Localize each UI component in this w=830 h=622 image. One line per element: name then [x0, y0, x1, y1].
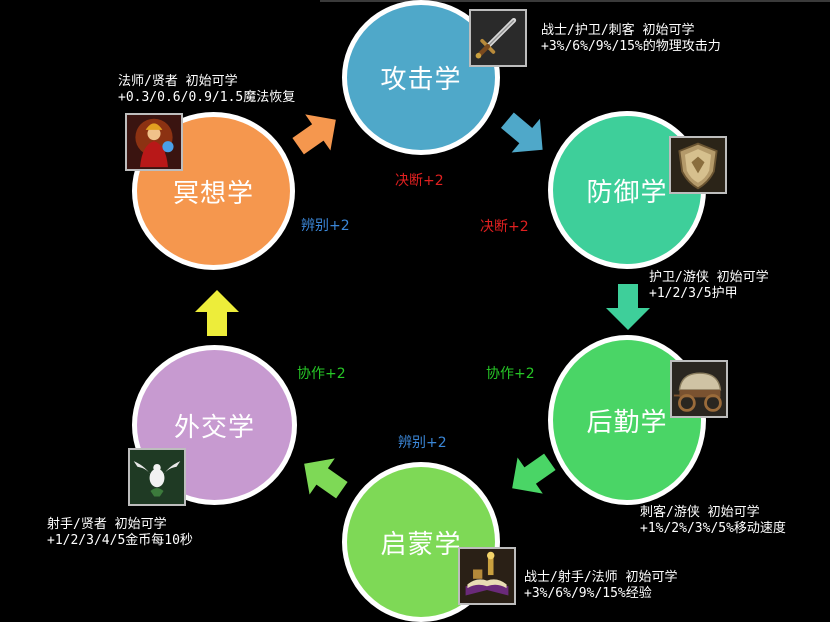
attack-desc: 战士/护卫/刺客 初始可学+3%/6%/9%/15%的物理攻击力 — [541, 23, 721, 55]
enlighten-desc: 战士/射手/法师 初始可学+3%/6%/9%/15%经验 — [524, 570, 677, 602]
diplomacy-desc-line2: +1/2/3/4/5金币每10秒 — [47, 533, 193, 548]
arrow-enlighten-to-diplomacy — [288, 442, 358, 512]
logistics-desc-line2: +1%/2%/3%/5%移动速度 — [640, 521, 786, 536]
defense-desc-line1: 护卫/游侠 初始可学 — [649, 270, 769, 285]
defense-desc-line2: +1/2/3/5护甲 — [649, 286, 738, 301]
bonus-label: 决断+2 — [395, 173, 444, 189]
defense-desc: 护卫/游侠 初始可学+1/2/3/5护甲 — [649, 270, 769, 302]
sword-icon — [469, 9, 527, 67]
enlighten-desc-line1: 战士/射手/法师 初始可学 — [524, 570, 678, 585]
arrow-defense-to-logistics — [603, 282, 653, 332]
bonus-label: 协作+2 — [486, 366, 535, 382]
arrow-diplomacy-to-meditate — [192, 288, 242, 338]
mage-icon — [125, 113, 183, 171]
wagon-icon — [670, 360, 728, 418]
shield-icon — [669, 136, 727, 194]
dove-icon — [128, 448, 186, 506]
meditate-desc: 法师/贤者 初始可学+0.3/0.6/0.9/1.5魔法恢复 — [118, 74, 295, 106]
node-defense-label: 防御学 — [586, 177, 668, 208]
node-enlighten-label: 启蒙学 — [380, 529, 462, 560]
diplomacy-desc-line1: 射手/贤者 初始可学 — [47, 517, 167, 532]
bonus-label: 决断+2 — [480, 219, 529, 235]
attack-desc-line2: +3%/6%/9%/15%的物理攻击力 — [541, 39, 721, 54]
node-diplomacy-label: 外交学 — [173, 412, 255, 443]
logistics-desc: 刺客/游侠 初始可学+1%/2%/3%/5%移动速度 — [640, 505, 786, 537]
diplomacy-desc: 射手/贤者 初始可学+1/2/3/4/5金币每10秒 — [47, 517, 193, 549]
bonus-label: 协作+2 — [297, 366, 346, 382]
meditate-desc-line1: 法师/贤者 初始可学 — [118, 74, 238, 89]
meditate-desc-line2: +0.3/0.6/0.9/1.5魔法恢复 — [118, 90, 296, 105]
node-logistics-label: 后勤学 — [586, 407, 668, 438]
attack-desc-line1: 战士/护卫/刺客 初始可学 — [541, 23, 695, 38]
bonus-label: 辨别+2 — [301, 218, 350, 234]
bonus-label: 辨别+2 — [398, 435, 447, 451]
book-icon — [458, 547, 516, 605]
arrow-meditate-to-attack — [282, 98, 352, 168]
node-meditate-label: 冥想学 — [172, 178, 254, 209]
logistics-desc-line1: 刺客/游侠 初始可学 — [640, 505, 760, 520]
top-divider — [320, 0, 830, 2]
arrow-attack-to-defense — [490, 100, 560, 170]
node-attack-label: 攻击学 — [380, 65, 462, 95]
enlighten-desc-line2: +3%/6%/9%/15%经验 — [524, 586, 652, 601]
arrow-logistics-to-enlighten — [496, 440, 566, 510]
